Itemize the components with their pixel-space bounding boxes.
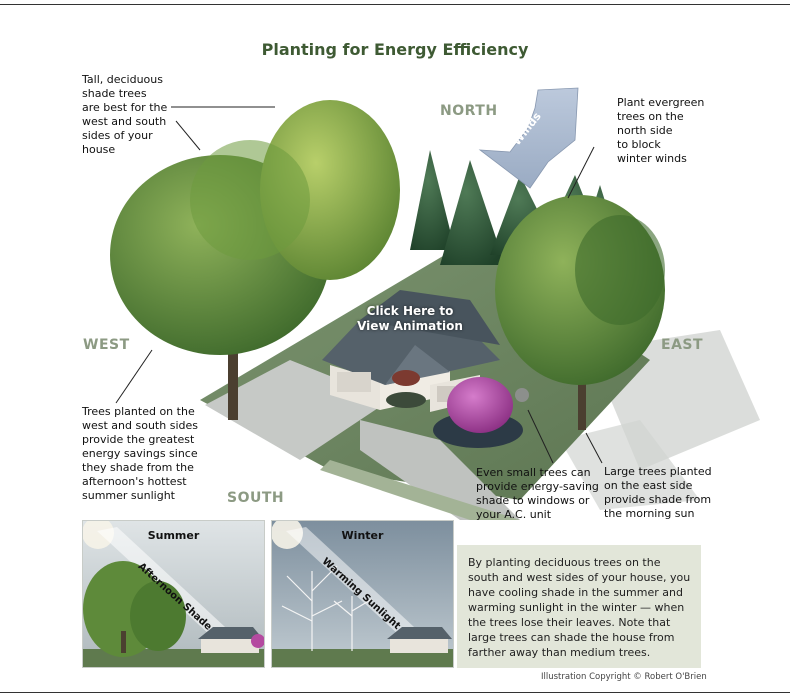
east-label: EAST [661,337,704,353]
east-tree [495,195,665,430]
west-label: WEST [83,337,130,353]
north-label: NORTH [440,103,498,119]
description-box: By planting deciduous trees on the south… [457,545,701,668]
note-west-south: Trees planted on the west and south side… [82,405,198,502]
note-east: Large trees planted on the east side pro… [604,465,712,520]
note-deciduous: Tall, deciduous shade trees are best for… [82,73,168,156]
winter-panel: Winter Warming Sunlight [271,520,454,668]
winter-illustration [272,521,453,667]
winter-title: Winter [341,529,384,542]
summer-title: Summer [147,529,200,542]
winds-arrow [478,87,579,189]
page-title: Planting for Energy Efficiency [261,40,529,59]
view-animation-link[interactable]: Click Here to View Animation [357,304,463,333]
note-small-trees: Even small trees can provide energy-savi… [476,466,599,521]
bottom-border [0,692,790,693]
purple-tree [433,377,529,448]
note-evergreen: Plant evergreen trees on the north side … [617,96,705,165]
top-border [0,4,790,5]
energy-efficiency-illustration[interactable] [0,0,790,520]
description-text: By planting deciduous trees on the south… [468,556,691,659]
summer-panel: Summer Afternoon Shade [82,520,265,668]
copyright: Illustration Copyright © Robert O'Brien [541,672,707,682]
south-label: SOUTH [227,490,285,506]
west-trees [110,100,400,420]
summer-illustration [83,521,264,667]
